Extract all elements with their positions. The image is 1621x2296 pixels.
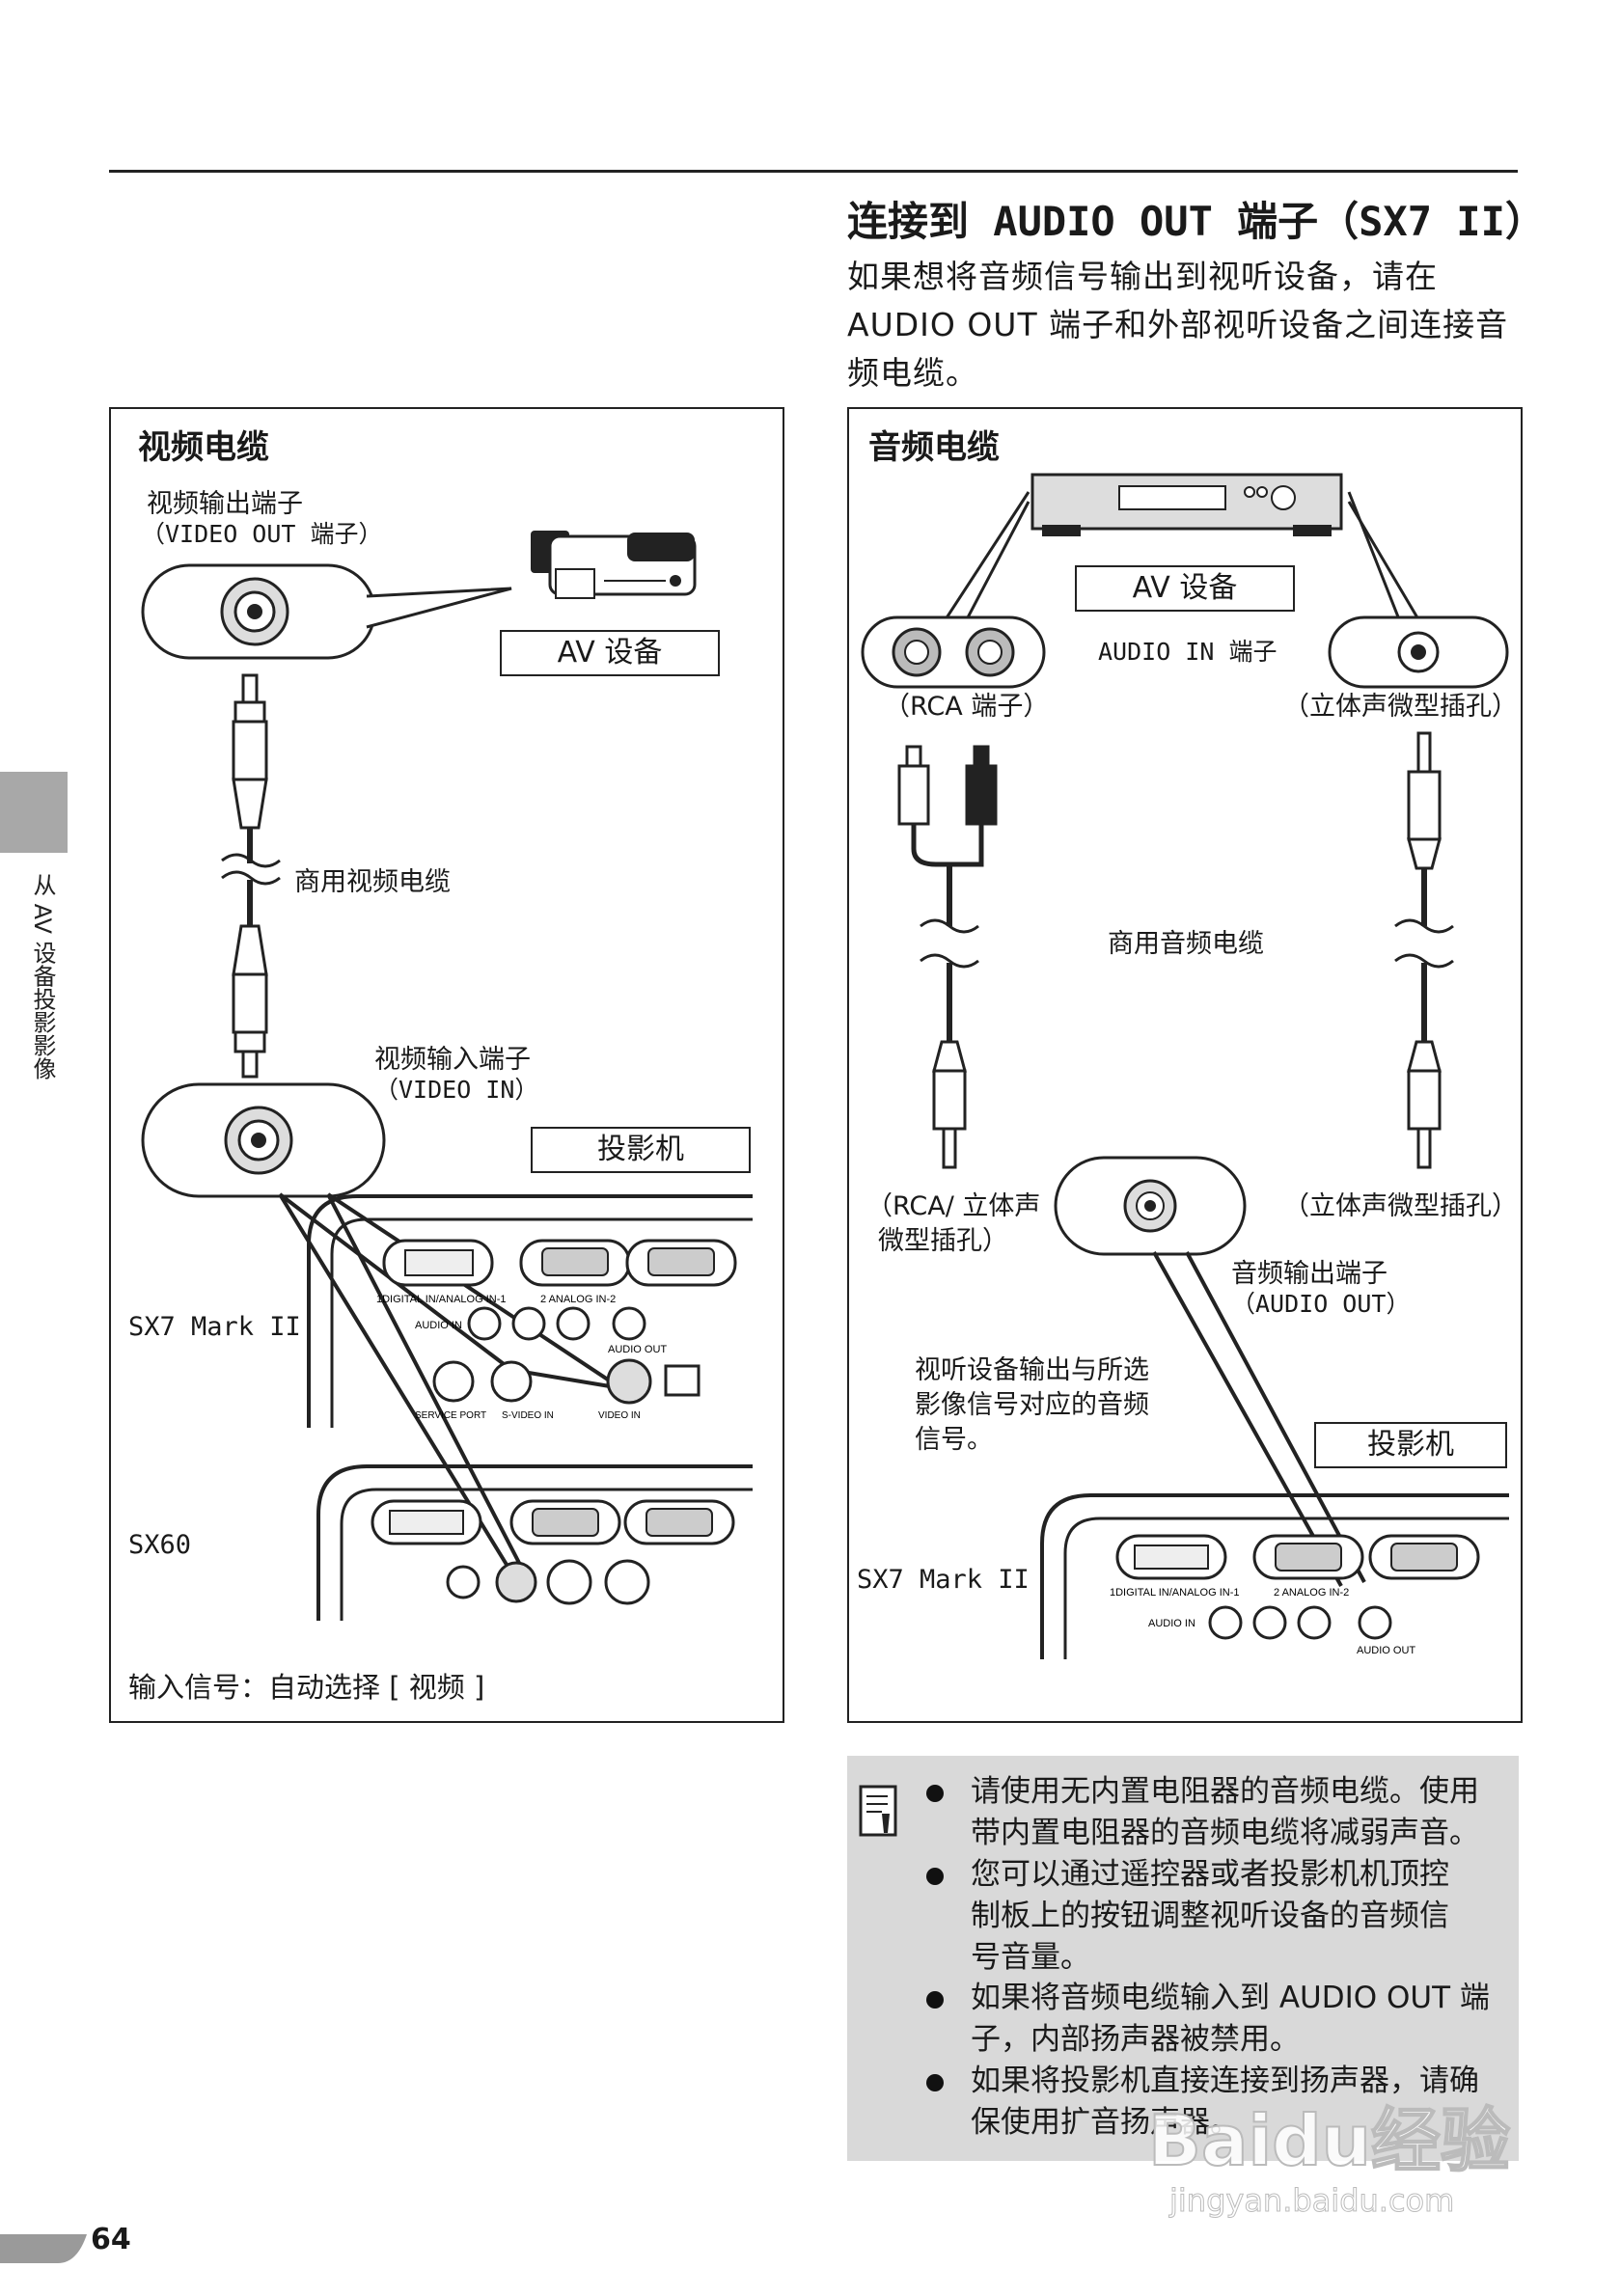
note-bullet <box>926 1991 944 2009</box>
audio-desc-1: 视听设备输出与所选 <box>915 1355 1149 1385</box>
video-out-label: 视频输出端子 <box>147 489 303 519</box>
audio-in-label: AUDIO IN 端子 <box>1098 638 1278 666</box>
audio-cable-drawing <box>897 731 1454 1169</box>
panel-video-in-label: VIDEO IN <box>598 1410 641 1421</box>
intro-line: 如果想将音频信号输出到视听设备，请在 <box>847 258 1438 295</box>
audio-out-label: 音频输出端子 <box>1231 1259 1387 1289</box>
audio-out-diagram <box>1054 1156 1366 1587</box>
side-tab <box>0 772 68 853</box>
panel-svideo-label: S-VIDEO IN <box>502 1410 554 1421</box>
note-bullet <box>926 2074 944 2091</box>
av-device-tag: AV 设备 <box>500 630 720 676</box>
camcorder-icon <box>531 531 697 599</box>
video-cable-title: 视频电缆 <box>138 428 269 467</box>
panel-audio-in-label: AUDIO IN <box>415 1320 462 1331</box>
stereo-mini-label-2: （立体声微型插孔） <box>1283 1191 1518 1221</box>
model-sx60: SX60 <box>128 1530 192 1560</box>
watermark-url: jingyan.baidu.com <box>1168 2182 1455 2220</box>
video-in-label: 视频输入端子 <box>374 1045 531 1075</box>
video-out-sublabel: （VIDEO OUT 端子） <box>141 520 383 548</box>
note-item-3: 如果将音频电缆输入到 AUDIO OUT 端子，内部扬声器被禁用。 <box>971 1981 1490 2057</box>
note-item-4: 如果将投影机直接连接到扬声器，请确保使用扩音扬声器。 <box>971 2064 1479 2140</box>
note-icon <box>859 1785 897 1837</box>
panel-right-audio-in-label: AUDIO IN <box>1148 1618 1195 1629</box>
panel-analog-in2-label: 2 ANALOG IN-2 <box>540 1294 616 1305</box>
rca-label: （RCA 端子） <box>884 692 1050 722</box>
audio-model-sx7: SX7 Mark II <box>857 1565 1030 1595</box>
side-tab-text: 从 AV 设备投影影像 <box>29 873 56 1080</box>
intro-line: 频电缆。 <box>847 354 978 392</box>
rca-stereo-label-2: 微型插孔） <box>878 1226 1008 1256</box>
intro-line: AUDIO OUT 端子和外部视听设备之间连接音 <box>847 306 1509 343</box>
section-heading: 连接到 AUDIO OUT 端子（SX7 II） <box>847 198 1546 245</box>
note-item-1: 请使用无内置电阻器的音频电缆。使用带内置电阻器的音频电缆将减弱声音。 <box>971 1774 1479 1850</box>
panel-service-port-label: SERVICE PORT <box>415 1410 486 1421</box>
input-signal-label: 输入信号：自动选择 [ 视频 ] <box>128 1671 485 1704</box>
audio-cable-title: 音频电缆 <box>868 428 1000 467</box>
video-cable-drawing <box>221 673 281 1079</box>
sx60-panel <box>316 1464 753 1621</box>
rca-stereo-label-1: （RCA/ 立体声 <box>866 1191 1041 1221</box>
audio-out-sublabel: （AUDIO OUT） <box>1231 1290 1411 1318</box>
video-in-sublabel: （VIDEO IN） <box>374 1076 539 1104</box>
audio-desc-3: 信号。 <box>915 1425 993 1455</box>
panel-right-analog-in2-label: 2 ANALOG IN-2 <box>1274 1587 1349 1599</box>
note-box: 请使用无内置电阻器的音频电缆。使用带内置电阻器的音频电缆将减弱声音。 您可以通过… <box>847 1756 1519 2161</box>
panel-right-audio-out-label: AUDIO OUT <box>1357 1645 1415 1656</box>
panel-right-digital-in-label: 1DIGITAL IN/ANALOG IN-1 <box>1110 1587 1239 1599</box>
audio-av-device-tag: AV 设备 <box>1075 565 1295 612</box>
note-item-2: 您可以通过遥控器或者投影机机顶控制板上的按钮调整视听设备的音频信号音量。 <box>971 1857 1449 1975</box>
top-rule <box>109 170 1518 173</box>
model-sx7-left: SX7 Mark II <box>128 1312 301 1342</box>
audio-desc-2: 影像信号对应的音频 <box>915 1390 1149 1420</box>
note-bullet <box>926 1868 944 1885</box>
footer-tab <box>0 2234 87 2263</box>
video-in-diagram <box>141 1082 628 1574</box>
sx7-panel-left: 1DIGITAL IN/ANALOG IN-1 2 ANALOG IN-2 AU… <box>307 1194 753 1428</box>
audio-cable-label: 商用音频电缆 <box>1108 929 1264 959</box>
video-cable-label: 商用视频电缆 <box>294 867 451 897</box>
panel-digital-in-label: 1DIGITAL IN/ANALOG IN-1 <box>376 1294 506 1305</box>
watermark-logo: Baidu经验 <box>1147 2099 1511 2182</box>
video-out-diagram <box>141 531 697 660</box>
note-bullet <box>926 1785 944 1802</box>
projector-tag: 投影机 <box>531 1127 751 1173</box>
sx7-panel-right: 1DIGITAL IN/ANALOG IN-1 2 ANALOG IN-2 AU… <box>1040 1493 1509 1659</box>
audio-av-diagram <box>861 473 1509 689</box>
stereo-mini-label: （立体声微型插孔） <box>1283 692 1518 722</box>
audio-projector-tag: 投影机 <box>1314 1422 1507 1468</box>
panel-audio-out-label: AUDIO OUT <box>608 1344 667 1355</box>
intro-paragraph: 如果想将音频信号输出到视听设备，请在 AUDIO OUT 端子和外部视听设备之间… <box>847 253 1523 397</box>
page-number: 64 <box>91 2223 131 2256</box>
